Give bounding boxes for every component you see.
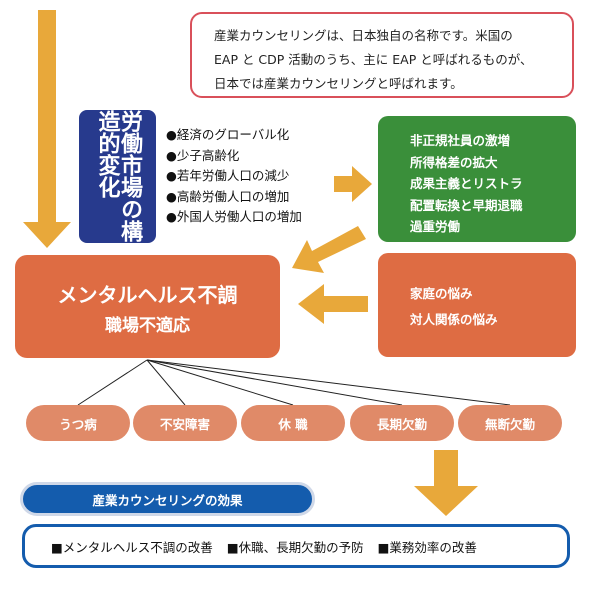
effects-box: ■メンタルヘルス不調の改善 ■休職、長期欠勤の予防 ■業務効率の改善	[22, 524, 570, 568]
personal-issues-box: 家庭の悩み 対人関係の悩み	[378, 253, 576, 357]
outcome-pill-depression: うつ病	[26, 405, 130, 441]
title-column: 労働市場の	[116, 110, 142, 220]
connector-lines	[77, 359, 511, 406]
structural-change-box: 労働市場の構造的変化	[79, 110, 156, 243]
outcome-pill-leave: 休 職	[241, 405, 345, 441]
list-item: ●高齢労働人口の増加	[166, 188, 290, 204]
list-item: ●外国人労働人口の増加	[166, 209, 302, 224]
left-arrow-to-main	[298, 284, 368, 324]
main-title: メンタルヘルス不調	[57, 283, 238, 307]
list-item: ●若年労働人口の減少	[166, 168, 290, 183]
title-column: 構造的変化	[94, 110, 142, 242]
outcome-pill-unauthorized-absence: 無断欠勤	[458, 405, 562, 441]
structural-change-title: 労働市場の構造的変化	[94, 110, 142, 243]
down-arrow-left	[23, 10, 71, 248]
note-line: 日本では産業カウンセリングと呼ばれます。	[214, 76, 463, 91]
list-item: 対人関係の悩み	[410, 312, 498, 327]
main-subtitle: 職場不適応	[105, 316, 190, 336]
down-arrow-to-effects	[414, 450, 478, 516]
effect-item: ■業務効率の改善	[377, 539, 477, 555]
list-item: 家庭の悩み	[410, 286, 473, 301]
explanation-note: 産業カウンセリングは、日本独自の名称です。米国の EAP と CDP 活動のうち…	[190, 12, 574, 98]
effects-title: 産業カウンセリングの効果	[20, 482, 315, 516]
workplace-issues-box: 非正規社員の激増 所得格差の拡大 成果主義とリストラ 配置転換と早期退職 過重労…	[378, 116, 576, 242]
right-arrow-to-green	[334, 166, 372, 202]
list-item: 配置転換と早期退職	[410, 197, 523, 213]
list-item: 過重労働	[410, 219, 461, 234]
mental-health-box: メンタルヘルス不調 職場不適応	[15, 255, 280, 358]
structural-change-list: ●経済のグローバル化 ●少子高齢化 ●若年労働人口の減少 ●高齢労働人口の増加 …	[166, 125, 302, 228]
list-item: 非正規社員の激増	[410, 133, 511, 148]
effect-item: ■メンタルヘルス不調の改善	[51, 539, 213, 555]
list-item: ●経済のグローバル化	[166, 127, 290, 142]
diagonal-arrow-to-main	[292, 226, 366, 273]
note-line: EAP と CDP 活動のうち、主に EAP と呼ばれるものが、	[214, 52, 533, 67]
note-line: 産業カウンセリングは、日本独自の名称です。米国の	[214, 28, 513, 43]
outcome-pill-anxiety: 不安障害	[133, 405, 237, 441]
list-item: 所得格差の拡大	[410, 154, 498, 170]
list-item: 成果主義とリストラ	[410, 176, 523, 191]
effect-item: ■休職、長期欠勤の予防	[226, 539, 364, 555]
outcome-pill-long-absence: 長期欠勤	[350, 405, 454, 441]
list-item: ●少子高齢化	[166, 147, 240, 163]
